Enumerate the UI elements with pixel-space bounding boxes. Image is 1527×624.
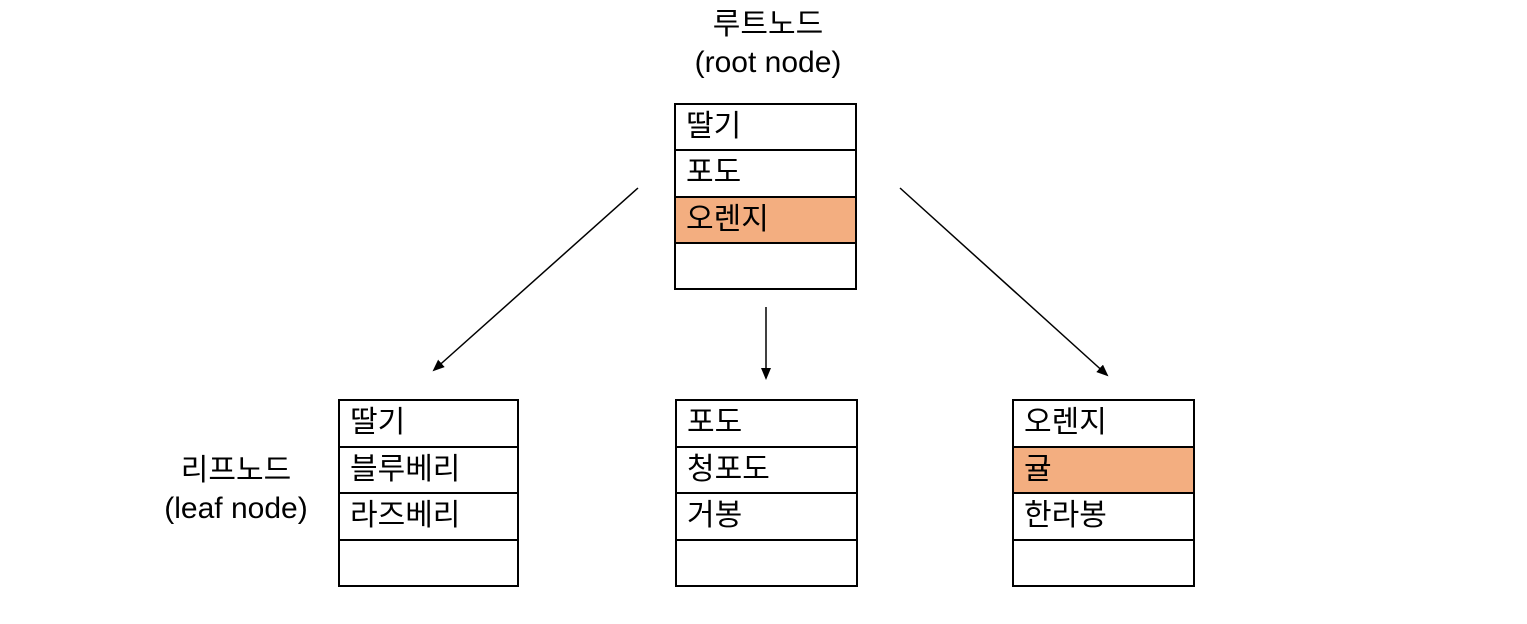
leaf3-cell-2: 귤 xyxy=(1014,447,1193,494)
root-node-caption-en: (root node) xyxy=(694,46,842,79)
leaf2-cell-4 xyxy=(677,540,856,585)
leaf1-cell-4 xyxy=(340,540,517,585)
leaf2-cell-1: 포도 xyxy=(677,401,856,448)
leaf3-cell-4 xyxy=(1014,540,1193,585)
leaf3-cell-1: 오렌지 xyxy=(1014,401,1193,448)
root-cell-4 xyxy=(676,243,855,288)
root-cell-1: 딸기 xyxy=(676,105,855,152)
root-cell-2: 포도 xyxy=(676,151,855,198)
leaf2-cell-2: 청포도 xyxy=(677,447,856,494)
leaf3-cell-3: 한라봉 xyxy=(1014,494,1193,541)
root-node-table: 딸기 포도 오렌지 xyxy=(674,103,857,290)
root-cell-3: 오렌지 xyxy=(676,197,855,244)
leaf1-cell-2: 블루베리 xyxy=(340,447,517,494)
root-node-caption: 루트노드 (root node) xyxy=(640,6,896,82)
leaf2-node-table: 포도 청포도 거봉 xyxy=(675,399,858,587)
root-node-caption-ko: 루트노드 xyxy=(712,8,824,41)
leaf-node-caption: 리프노드 (leaf node) xyxy=(138,452,334,528)
leaf3-node-table: 오렌지 귤 한라봉 xyxy=(1012,399,1195,587)
arrow-root-to-leaf3 xyxy=(899,187,1109,377)
arrow-root-to-leaf1 xyxy=(432,187,639,372)
leaf1-cell-1: 딸기 xyxy=(340,401,517,448)
leaf1-node-table: 딸기 블루베리 라즈베리 xyxy=(338,399,519,587)
leaf-node-caption-en: (leaf node) xyxy=(164,492,308,525)
leaf1-cell-3: 라즈베리 xyxy=(340,494,517,541)
leaf-node-caption-ko: 리프노드 xyxy=(180,454,292,487)
leaf2-cell-3: 거봉 xyxy=(677,494,856,541)
